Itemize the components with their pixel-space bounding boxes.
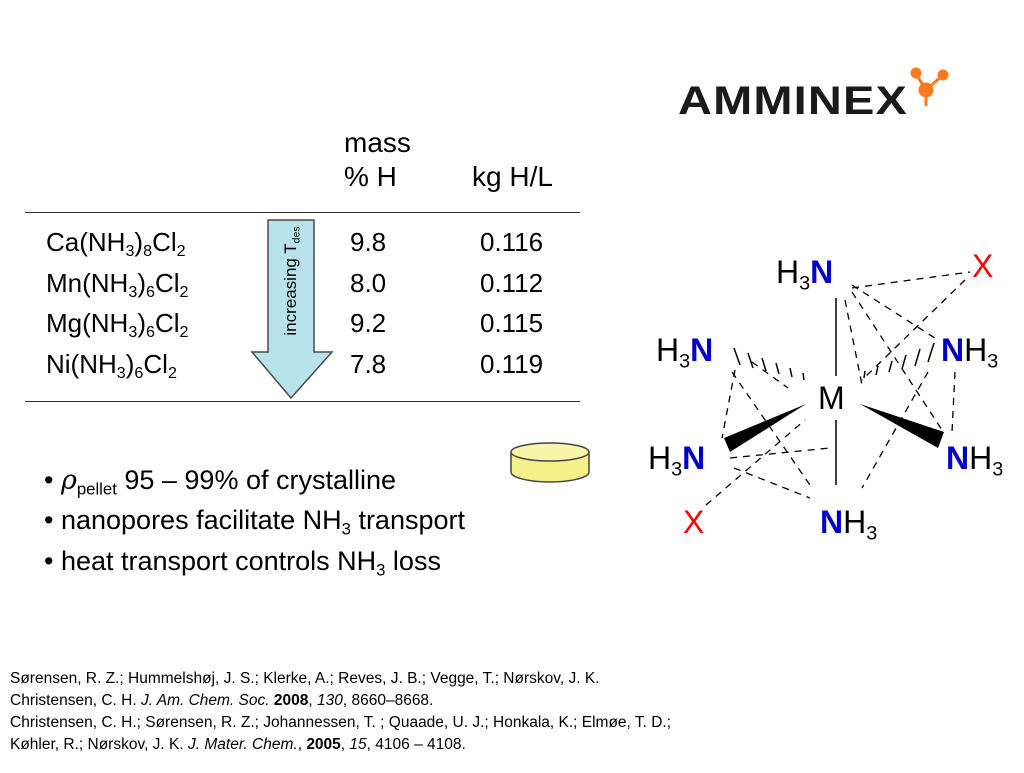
ligand-nh3-lower-right: NH3 — [946, 440, 1004, 481]
reference-1-line-1: Sørensen, R. Z.; Hummelshøj, J. S.; Kler… — [10, 670, 600, 687]
compound-column: Ca(NH3)8Cl2 Mn(NH3)6Cl2 Mg(NH3)6Cl2 Ni(N… — [46, 222, 188, 385]
table-cell-mass: 7.8 — [350, 349, 387, 380]
table-cell-mass: 9.2 — [350, 308, 387, 339]
kg-column: 0.116 0.112 0.115 0.119 — [480, 222, 543, 385]
bullet-nanopores: • nanopores facilitate NH3 transport — [44, 505, 465, 539]
bullet-heat-transport: • heat transport controls NH3 loss — [44, 546, 441, 580]
table-row-compound: Mn(NH3)6Cl2 — [46, 267, 189, 301]
pellet-cylinder-icon — [510, 442, 590, 483]
mass-column: 9.8 8.0 9.2 7.8 — [350, 222, 386, 385]
table-cell-kg: 0.119 — [480, 349, 544, 380]
increasing-tdes-arrow: increasing Tdes — [248, 218, 338, 400]
logo-text: AMMINEX — [678, 79, 908, 123]
logo-molecule-icon — [910, 67, 949, 106]
table-top-rule — [25, 212, 580, 213]
ligand-nh3-upper-left: H3N — [656, 332, 714, 373]
pellet-illustration — [508, 440, 592, 491]
table-cell-kg: 0.115 — [480, 308, 544, 339]
ligand-nh3-bottom: NH3 — [820, 504, 878, 545]
x-label-bottom-left: X — [683, 504, 705, 540]
kg-column-header: kg H/L — [472, 161, 553, 192]
reference-1-line-2: Christensen, C. H. J. Am. Chem. Soc. 200… — [10, 692, 434, 709]
reference-2-line-2: Køhler, R.; Nørskov, J. K. J. Mater. Che… — [10, 736, 466, 753]
ligand-nh3-lower-left: H3N — [648, 440, 706, 481]
reference-2-line-1: Christensen, C. H.; Sørensen, R. Z.; Joh… — [10, 714, 672, 731]
table-row-compound: Ca(NH3)8Cl2 — [46, 227, 186, 261]
mass-header-line2: % H — [344, 161, 397, 192]
ligand-nh3-top: H3N — [776, 254, 834, 295]
table-bottom-rule — [25, 401, 580, 402]
table-cell-mass: 8.0 — [350, 267, 387, 298]
logo-graphic: AMMINEX — [678, 67, 949, 123]
down-arrow-icon — [250, 219, 334, 400]
ligand-nh3-upper-right: NH3 — [941, 332, 999, 373]
metal-center-label: M — [818, 380, 845, 416]
amminex-logo: AMMINEX — [676, 66, 956, 126]
mass-header-line1: mass — [344, 127, 411, 158]
x-label-top-right: X — [972, 248, 994, 284]
table-row-compound: Ni(NH3)6Cl2 — [46, 349, 177, 383]
table-cell-kg: 0.116 — [480, 227, 544, 257]
table-cell-kg: 0.112 — [480, 267, 544, 298]
table-cell-mass: 9.8 — [350, 227, 387, 257]
mass-column-header: mass % H — [344, 126, 411, 194]
references: Sørensen, R. Z.; Hummelshøj, J. S.; Kler… — [10, 668, 671, 756]
bullet-pellet-density: • ρpellet 95 – 99% of crystalline — [44, 465, 397, 499]
rho-symbol: ρ — [60, 465, 77, 496]
table-row-compound: Mg(NH3)6Cl2 — [46, 308, 189, 342]
arrow-label: increasing Tdes — [281, 226, 303, 336]
